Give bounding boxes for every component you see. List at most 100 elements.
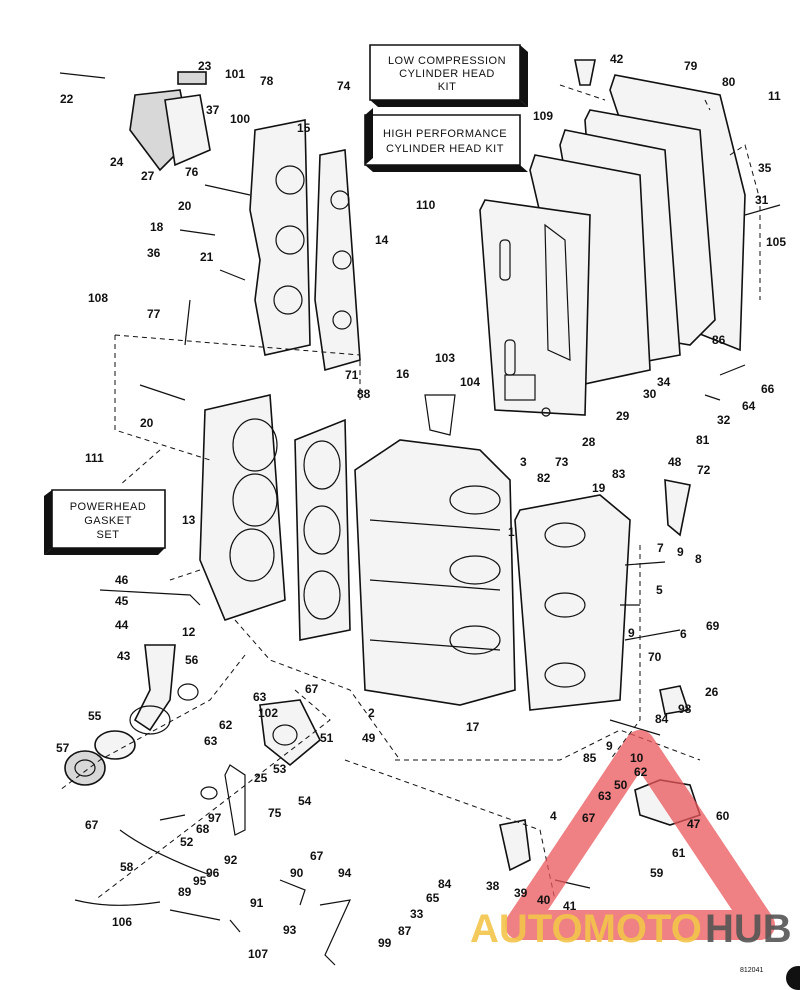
callout-33: 33 — [410, 907, 424, 921]
cylinder-head-stack — [479, 74, 746, 417]
callout-85: 85 — [583, 751, 597, 765]
callout-99: 99 — [378, 936, 392, 950]
callout-29: 29 — [616, 409, 630, 423]
callout-14: 14 — [375, 233, 389, 247]
callout-32: 32 — [717, 413, 731, 427]
callout-100: 100 — [230, 112, 250, 126]
callout-39: 39 — [514, 886, 528, 900]
callout-4: 4 — [550, 809, 557, 823]
high-performance-kit-line1: HIGH PERFORMANCE — [383, 128, 507, 140]
callout-69: 69 — [706, 619, 720, 633]
callout-65: 65 — [426, 891, 440, 905]
callout-11: 11 — [768, 89, 781, 103]
callout-49: 49 — [362, 731, 376, 745]
callout-16: 16 — [396, 367, 410, 381]
callout-34: 34 — [657, 375, 671, 389]
callout-109: 109 — [533, 109, 553, 123]
cylinder-block — [199, 394, 631, 711]
callout-92: 92 — [224, 853, 238, 867]
callout-22: 22 — [60, 92, 74, 106]
callout-68: 68 — [196, 822, 210, 836]
callout-46: 46 — [115, 573, 129, 587]
callout-56: 56 — [185, 653, 199, 667]
callout-2: 2 — [368, 706, 375, 720]
callout-105: 105 — [766, 235, 786, 249]
high-performance-kit-box: HIGH PERFORMANCE CYLINDER HEAD KIT — [364, 108, 528, 172]
watermark-hub-text: HUB — [705, 907, 792, 951]
callout-9-b: 9 — [628, 626, 635, 640]
callout-57: 57 — [56, 741, 70, 755]
callout-3: 3 — [520, 455, 527, 469]
callout-67-d: 67 — [582, 811, 596, 825]
callout-67-a: 67 — [305, 682, 319, 696]
callout-54: 54 — [298, 794, 312, 808]
callout-101: 101 — [225, 67, 245, 81]
callout-79: 79 — [684, 59, 698, 73]
callout-104: 104 — [460, 375, 480, 389]
callout-9-a: 9 — [677, 545, 684, 559]
callout-17: 17 — [466, 720, 480, 734]
drawing-number: 812041 — [740, 967, 763, 974]
low-compression-kit-line2: CYLINDER HEAD — [399, 68, 495, 80]
callout-27: 27 — [141, 169, 155, 183]
callout-89: 89 — [178, 885, 192, 899]
callout-83: 83 — [612, 467, 626, 481]
corner-dot — [786, 966, 800, 990]
callout-44: 44 — [115, 618, 129, 632]
callout-13: 13 — [182, 513, 196, 527]
callout-84-right: 84 — [655, 712, 669, 726]
automotohub-watermark: AUTOMOTO HUB — [470, 730, 792, 951]
callout-36: 36 — [147, 246, 161, 260]
callout-38: 38 — [486, 879, 500, 893]
callout-97: 97 — [208, 811, 222, 825]
callout-88: 88 — [357, 387, 371, 401]
callout-24: 24 — [110, 155, 124, 169]
callout-6: 6 — [680, 627, 687, 641]
callout-59: 59 — [650, 866, 664, 880]
callout-93: 93 — [283, 923, 297, 937]
callout-75: 75 — [268, 806, 282, 820]
callout-18: 18 — [150, 220, 164, 234]
callout-63-a: 63 — [253, 690, 267, 704]
powerhead-gasket-set-box: POWERHEAD GASKET SET — [44, 489, 166, 555]
watermark-automoto-text: AUTOMOTO — [470, 907, 702, 951]
callout-21: 21 — [200, 250, 214, 264]
callout-23: 23 — [198, 59, 212, 73]
callout-78: 78 — [260, 74, 274, 88]
callout-25: 25 — [254, 771, 268, 785]
low-compression-kit-line1: LOW COMPRESSION — [388, 55, 506, 67]
callout-9-c: 9 — [606, 739, 613, 753]
callout-43: 43 — [117, 649, 131, 663]
callout-58: 58 — [120, 860, 134, 874]
callout-81: 81 — [696, 433, 710, 447]
callout-8: 8 — [695, 552, 702, 566]
small-components — [59, 59, 781, 966]
callout-90: 90 — [290, 866, 304, 880]
callout-86: 86 — [712, 333, 726, 347]
callout-63-b: 63 — [204, 734, 218, 748]
callout-35: 35 — [758, 161, 772, 175]
callout-111: 111 — [85, 451, 104, 465]
callout-106: 106 — [112, 915, 132, 929]
callout-73: 73 — [555, 455, 569, 469]
callout-94: 94 — [338, 866, 352, 880]
callout-91: 91 — [250, 896, 264, 910]
callout-63-c: 63 — [598, 789, 612, 803]
low-compression-kit-box: LOW COMPRESSION CYLINDER HEAD KIT — [369, 44, 528, 107]
callout-41: 41 — [563, 899, 577, 913]
callout-82: 82 — [537, 471, 551, 485]
callout-30: 30 — [643, 387, 657, 401]
callout-107: 107 — [248, 947, 268, 961]
callout-102: 102 — [258, 706, 278, 720]
callout-45: 45 — [115, 594, 129, 608]
callout-20-top: 20 — [178, 199, 192, 213]
callout-48: 48 — [668, 455, 682, 469]
callout-71: 71 — [345, 368, 359, 382]
callout-5: 5 — [656, 583, 663, 597]
callout-87: 87 — [398, 924, 412, 938]
callout-64: 64 — [742, 399, 756, 413]
callout-62-b: 62 — [634, 765, 648, 779]
callout-74: 74 — [337, 79, 351, 93]
callout-37: 37 — [206, 103, 220, 117]
